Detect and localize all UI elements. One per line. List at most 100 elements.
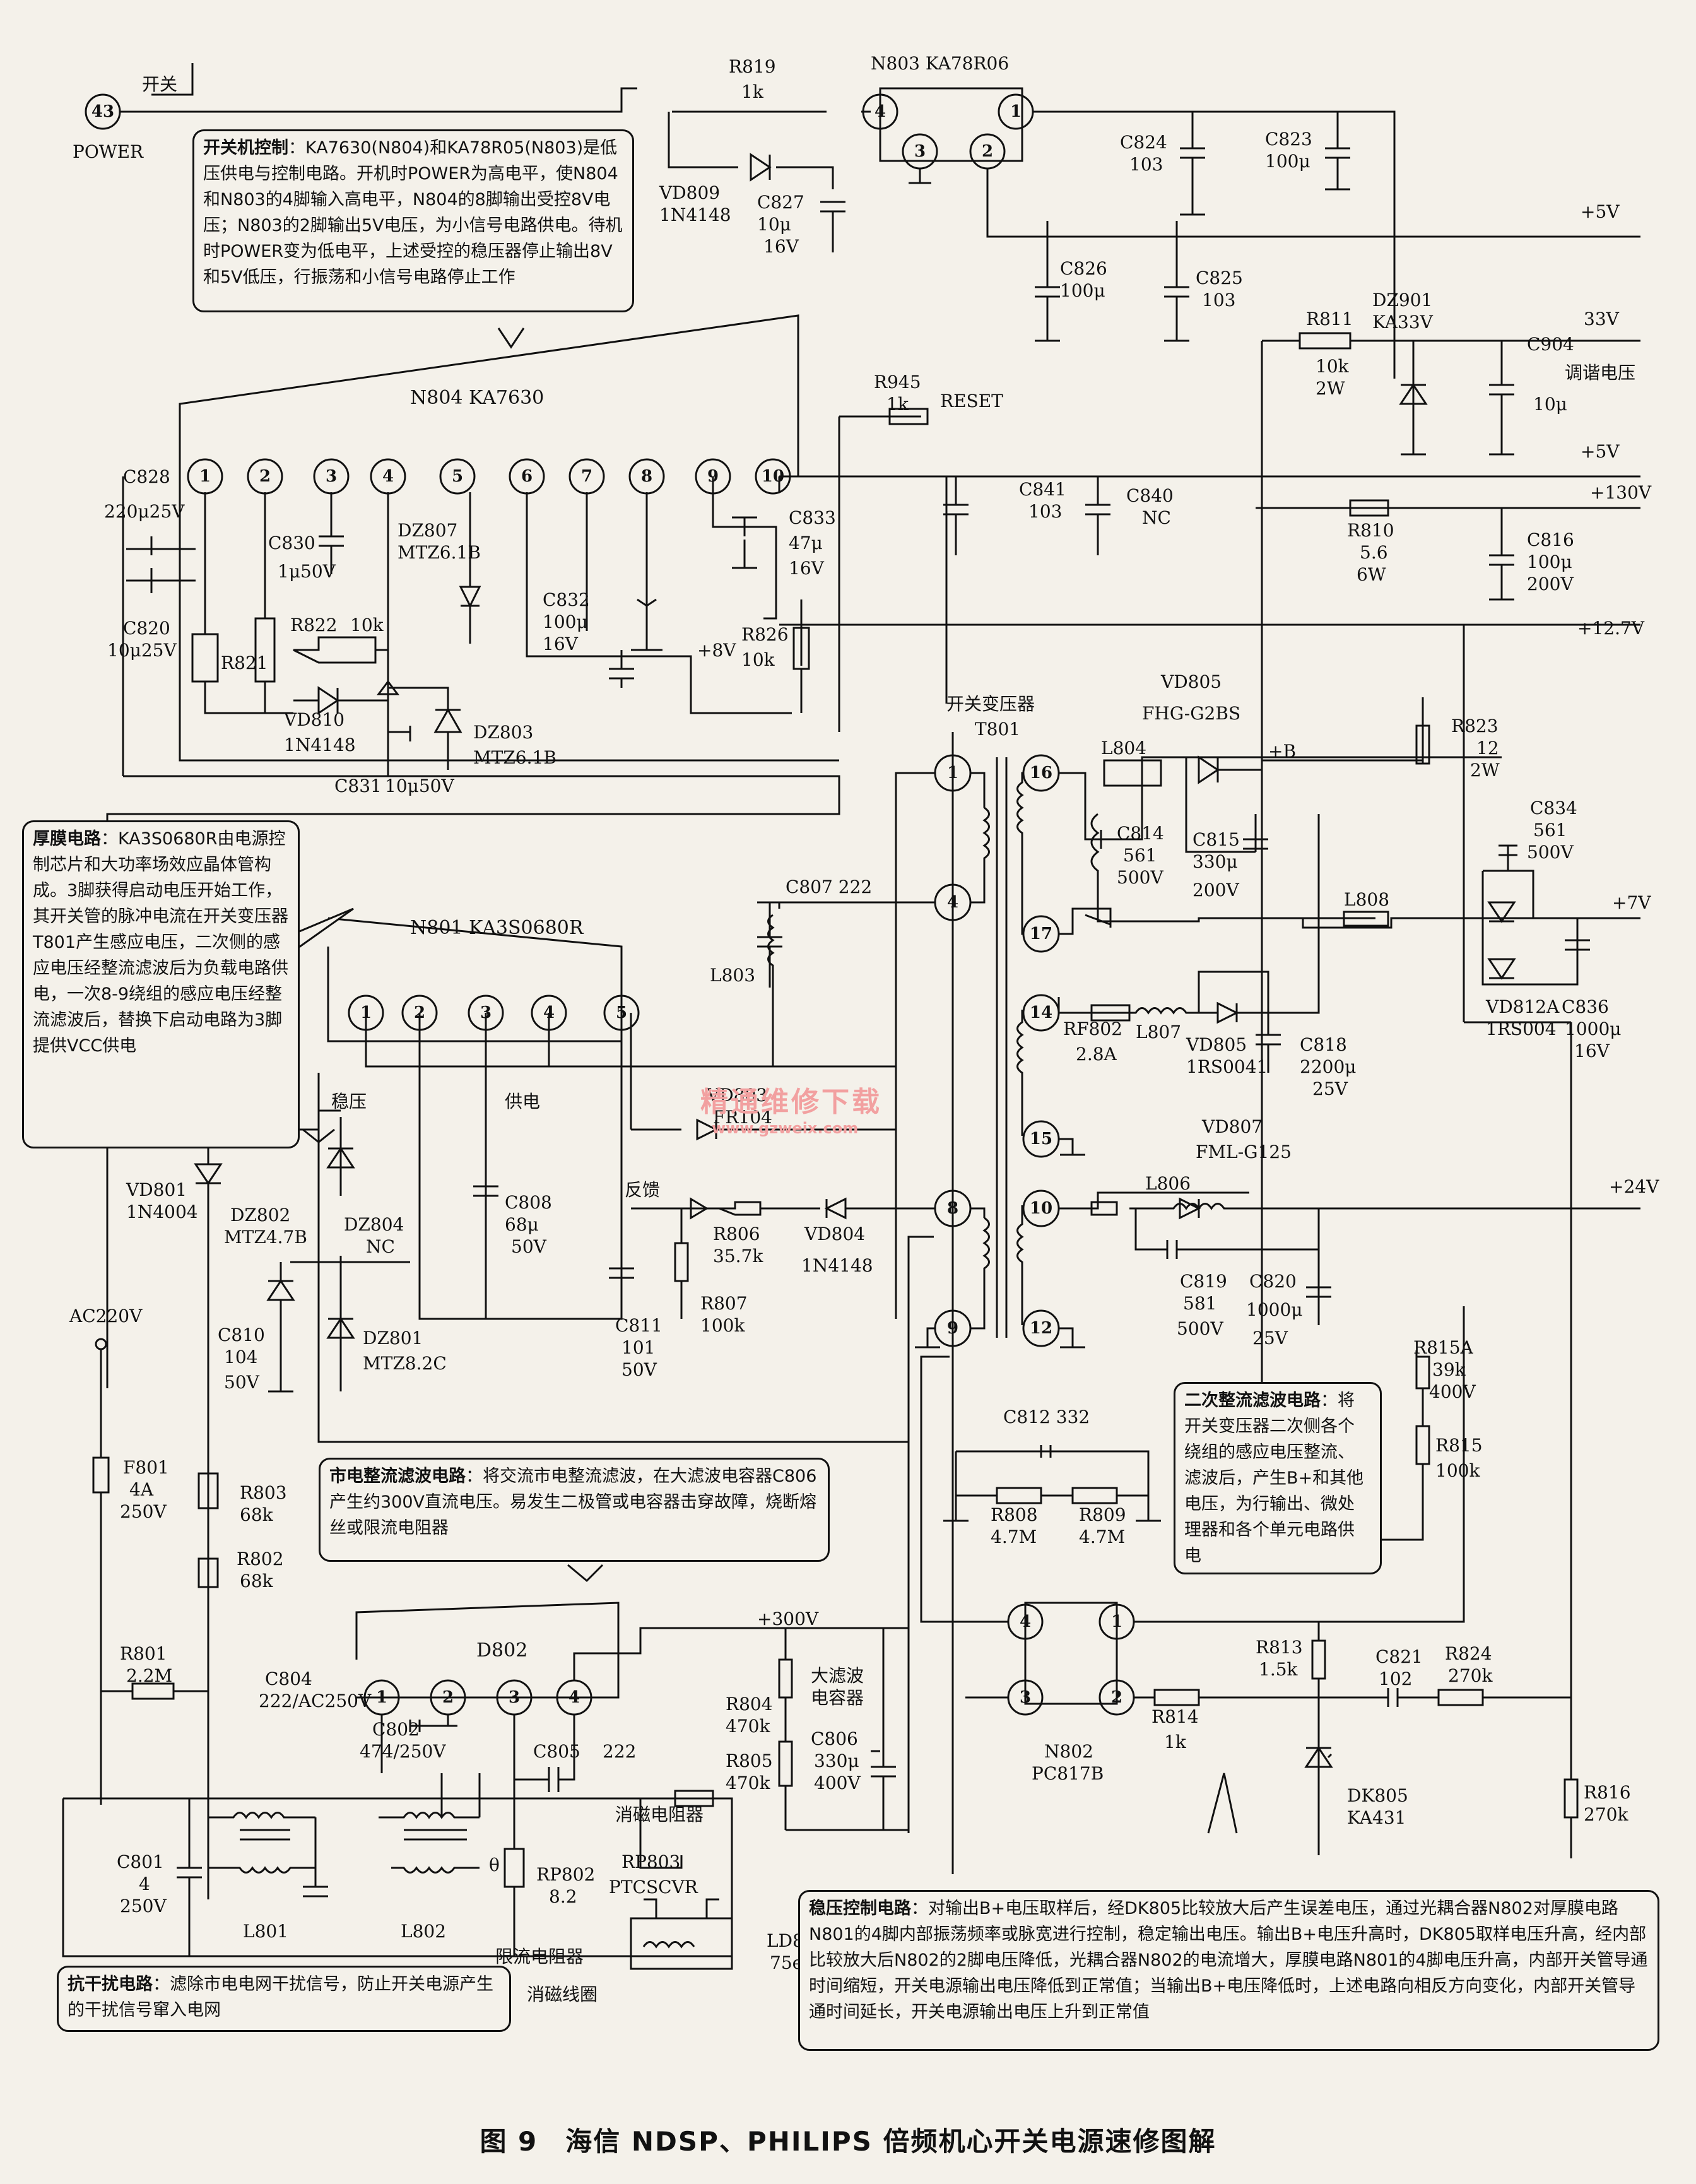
- svg-text:3: 3: [509, 1688, 520, 1707]
- c828-value: 220μ25V: [104, 501, 185, 522]
- c805: C805: [533, 1741, 580, 1762]
- c804-value: 222/AC250V: [259, 1691, 372, 1711]
- c841-value: 103: [1028, 501, 1062, 522]
- dk805-value: KA431: [1347, 1807, 1406, 1828]
- r821: R821: [221, 652, 268, 673]
- n801-label: N801 KA3S0680R: [410, 917, 584, 939]
- l808: L808: [1344, 889, 1389, 910]
- dz802: DZ802: [230, 1205, 290, 1225]
- c825: C825: [1196, 268, 1243, 288]
- note-regulation: 稳压控制电路：对输出B+电压取样后，经DK805比较放大后产生误差电压，通过光耦…: [798, 1890, 1659, 2051]
- r808-value: 4.7M: [991, 1526, 1037, 1547]
- r815a: R815A: [1413, 1337, 1474, 1358]
- c818-voltage: 25V: [1312, 1078, 1348, 1099]
- r802-value: 68k: [240, 1571, 274, 1591]
- c824-value: 103: [1129, 154, 1163, 175]
- dz804: DZ804: [344, 1214, 404, 1235]
- c834: C834: [1530, 798, 1577, 818]
- svg-text:3: 3: [1020, 1688, 1031, 1707]
- c812: C812 332: [1003, 1407, 1090, 1427]
- c830: C830: [268, 533, 315, 553]
- c831-value: 10μ50V: [385, 776, 454, 796]
- n804-label: N804 KA7630: [410, 387, 544, 409]
- c801-value: 4: [139, 1874, 150, 1894]
- c833: C833: [789, 507, 836, 528]
- svg-text:4: 4: [1020, 1612, 1031, 1631]
- c823: C823: [1265, 129, 1312, 150]
- dz901-value: KA33V: [1372, 312, 1434, 333]
- r815: R815: [1435, 1435, 1483, 1456]
- r814-value: 1k: [1164, 1732, 1187, 1752]
- c806-value: 330μ: [814, 1750, 859, 1771]
- r819: R819: [729, 56, 776, 77]
- c836-value: 1000μ: [1565, 1018, 1621, 1039]
- c801-voltage: 250V: [120, 1896, 167, 1916]
- c810-voltage: 50V: [224, 1372, 260, 1393]
- vd809: VD809: [659, 182, 720, 203]
- svg-text:3: 3: [480, 1003, 492, 1022]
- r945-value: 1k: [886, 394, 909, 415]
- c810: C810: [218, 1325, 265, 1345]
- r824-value: 270k: [1448, 1665, 1493, 1686]
- c807: C807 222: [786, 877, 872, 897]
- svg-text:4: 4: [382, 467, 394, 486]
- l804: L804: [1101, 738, 1146, 758]
- c816-value: 100μ: [1527, 552, 1572, 572]
- c819-value: 581: [1183, 1293, 1216, 1314]
- r822-value: 10k: [350, 615, 384, 635]
- r826-value: 10k: [741, 649, 775, 670]
- n803-label: N803 KA78R06: [871, 53, 1009, 74]
- r810-value: 5.6: [1360, 542, 1388, 563]
- c826: C826: [1060, 258, 1107, 279]
- svg-text:1: 1: [947, 764, 958, 782]
- r816-value: 270k: [1584, 1804, 1628, 1825]
- r824: R824: [1445, 1643, 1492, 1664]
- degauss-resistor-label: 消磁电阻器: [615, 1804, 704, 1825]
- svg-text:1: 1: [360, 1003, 372, 1022]
- svg-text:16: 16: [1030, 764, 1052, 782]
- n802-label: N802: [1044, 1741, 1093, 1762]
- svg-text:3: 3: [914, 142, 926, 161]
- r807: R807: [700, 1293, 748, 1314]
- dz901: DZ901: [1372, 290, 1432, 310]
- c820b: C820: [1249, 1271, 1297, 1292]
- r810-power: 6W: [1357, 564, 1386, 585]
- r804-value: 470k: [726, 1716, 770, 1737]
- c826-value: 100μ: [1060, 280, 1105, 301]
- limiting-resistor-label: 限流电阻器: [495, 1946, 584, 1967]
- svg-text:5: 5: [452, 467, 463, 486]
- l807: L807: [1136, 1022, 1181, 1042]
- vd801: VD801: [126, 1179, 187, 1200]
- l806: L806: [1145, 1173, 1191, 1194]
- f801: F801: [123, 1457, 169, 1478]
- r801: R801: [120, 1643, 167, 1664]
- svg-text:2: 2: [414, 1003, 425, 1022]
- vd812a-value: 1RS004: [1486, 1018, 1557, 1039]
- note-emi-filter: 抗干扰电路：滤除市电电网干扰信号，防止开关电源产生的干扰信号窜入电网: [57, 1966, 511, 2032]
- r802: R802: [237, 1549, 284, 1569]
- vd804: VD804: [804, 1224, 865, 1244]
- note-mains-rectifier: 市电整流滤波电路：将交流市电整流滤波，在大滤波电容器C806产生约300V直流电…: [319, 1458, 830, 1562]
- c820-value: 10μ25V: [107, 640, 177, 661]
- c819: C819: [1180, 1271, 1227, 1292]
- r819-value: 1k: [741, 81, 764, 102]
- c833-value: 47μ: [789, 533, 823, 553]
- r823-power: 2W: [1470, 760, 1500, 781]
- r810: R810: [1347, 520, 1394, 541]
- r815a-value: 39k: [1432, 1359, 1466, 1380]
- r806-value: 35.7k: [713, 1246, 763, 1266]
- vd805b-value: 1RS0041: [1186, 1056, 1268, 1077]
- dk805: DK805: [1347, 1785, 1408, 1806]
- plus130v-label: +130V: [1590, 482, 1652, 503]
- r813-value: 1.5k: [1259, 1659, 1298, 1680]
- vd807: VD807: [1201, 1116, 1263, 1137]
- r826: R826: [741, 624, 789, 645]
- c815-voltage: 200V: [1192, 880, 1239, 900]
- c818-value: 2200μ: [1300, 1056, 1356, 1077]
- c802-value: 474/250V: [360, 1741, 446, 1762]
- c815-value: 330μ: [1192, 851, 1238, 872]
- r811-value: 10k: [1316, 356, 1350, 377]
- c810-value: 104: [224, 1347, 257, 1367]
- c825-value: 103: [1202, 290, 1235, 310]
- c820b-value: 1000μ: [1246, 1299, 1302, 1320]
